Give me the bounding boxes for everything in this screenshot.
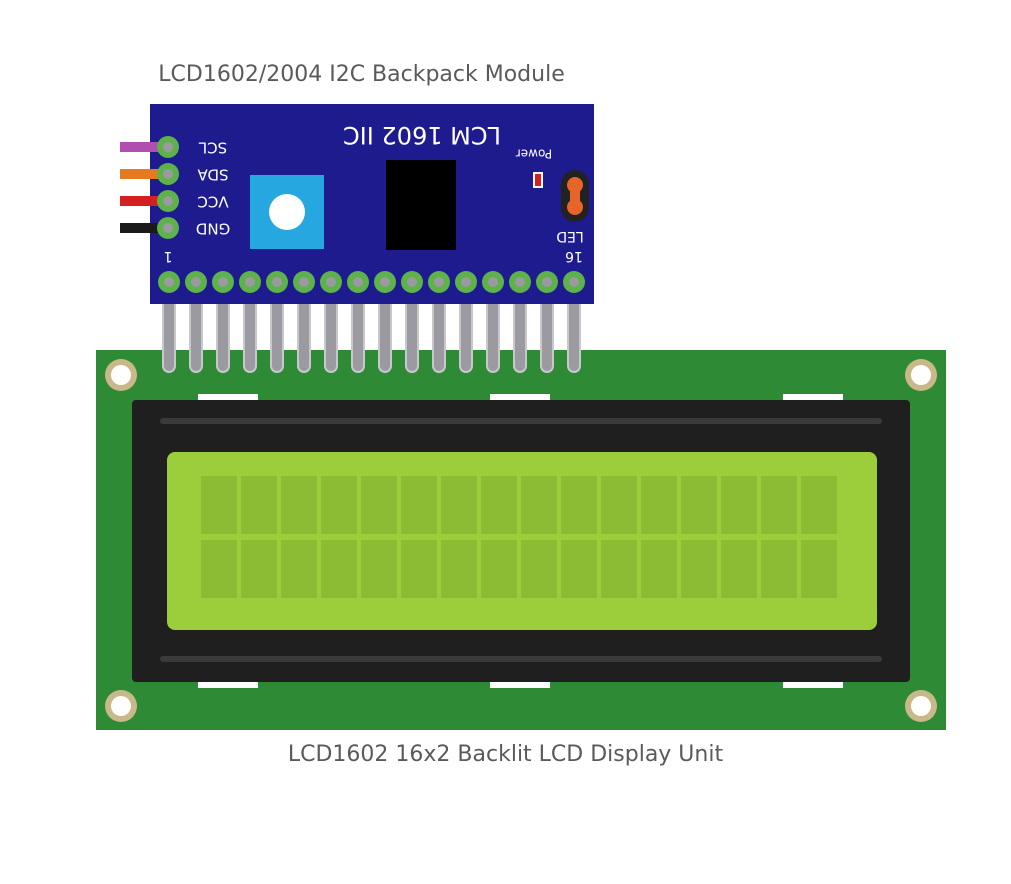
lcd-character-cell [201,476,237,534]
lcd-character-cell [321,476,357,534]
backpack-header-pins [162,283,581,373]
lcd-character-cell [801,476,837,534]
potentiometer-knob [269,194,305,230]
power-led-core [535,174,541,186]
wire-scl [120,142,172,152]
lcd-character-cell [361,540,397,598]
lcd-module [96,350,946,730]
pin-1-label: 1 [164,248,173,264]
bezel-tab [490,678,550,688]
i2c-backpack: LCM 1602 IIC Power LED 1 16 SCL SDA VCC GND [120,104,594,304]
power-label: Power [516,147,552,161]
lcd-character-cell [441,540,477,598]
mounting-hole-inner [911,696,931,716]
bezel-tab [783,678,843,688]
lcd-character-cell [761,476,797,534]
board-label: LCM 1602 IIC [343,121,501,149]
lcd-character-cell [481,540,517,598]
header-pad-hole [353,277,363,287]
bezel-tab [490,394,550,404]
header-pads [158,271,585,293]
lcd-character-cell [721,540,757,598]
bezel-tab [198,394,258,404]
bezel-tab [783,394,843,404]
mounting-hole-inner [911,365,931,385]
lcd-character-cell [761,540,797,598]
header-pad-hole [407,277,417,287]
header-pad-hole [218,277,228,287]
header-pad-hole [461,277,471,287]
lcd-character-cell [521,540,557,598]
lcd-character-cell [241,540,277,598]
lcd-character-cell [441,476,477,534]
connector-pad-hole [163,142,173,152]
wire-gnd [120,223,172,233]
pcf8574-chip [386,160,456,250]
pin-16-label: 16 [565,248,583,264]
mounting-holes [105,359,937,722]
bezel-tabs [198,394,843,688]
led-jumper-bridge [570,185,580,207]
lcd-character-cell [401,540,437,598]
mounting-hole-inner [111,365,131,385]
i2c-connector: SCL SDA VCC GND [120,136,230,239]
lcd-character-cell [321,540,357,598]
pin-label-sda: SDA [197,166,229,184]
connector-pad-hole [163,196,173,206]
lcd-character-cell [281,476,317,534]
header-pad-hole [380,277,390,287]
lcd-character-cell [561,476,597,534]
header-pad-hole [488,277,498,287]
mounting-hole-inner [111,696,131,716]
backpack-module-caption: LCD1602/2004 I2C Backpack Module [158,62,565,87]
lcd-character-cell [601,476,637,534]
bezel-groove-top [160,418,882,424]
header-pad-hole [245,277,255,287]
lcd-character-cell [641,540,677,598]
led-label: LED [556,228,583,244]
connector-pad-hole [163,169,173,179]
lcd-character-cell [201,540,237,598]
header-pad-hole [569,277,579,287]
lcd-display-caption: LCD1602 16x2 Backlit LCD Display Unit [287,742,724,767]
lcd-character-cell [681,476,717,534]
lcd-character-cell [481,476,517,534]
header-pad-hole [272,277,282,287]
header-pad-hole [542,277,552,287]
header-pad-hole [326,277,336,287]
header-pad-hole [299,277,309,287]
wire-sda [120,169,172,179]
lcd-character-cell [281,540,317,598]
wire-vcc [120,196,172,206]
pin-label-scl: SCL [198,139,227,157]
lcd-character-cell [801,540,837,598]
lcd-character-cell [681,540,717,598]
header-pad-hole [164,277,174,287]
pin-label-vcc: VCC [197,193,228,211]
connector-pad-hole [163,223,173,233]
lcd-character-cell [521,476,557,534]
lcd-character-grid [201,476,837,598]
lcd-character-cell [721,476,757,534]
bezel-groove-bottom [160,656,882,662]
lcd-character-cell [361,476,397,534]
bezel-tab [198,678,258,688]
lcd-character-cell [561,540,597,598]
pin-label-gnd: GND [196,220,230,238]
header-pad-hole [515,277,525,287]
lcd-character-cell [601,540,637,598]
header-pad-hole [434,277,444,287]
backpack-board [150,104,594,304]
lcd-character-cell [641,476,677,534]
header-pad-hole [191,277,201,287]
lcd-character-cell [241,476,277,534]
lcd-character-cell [401,476,437,534]
